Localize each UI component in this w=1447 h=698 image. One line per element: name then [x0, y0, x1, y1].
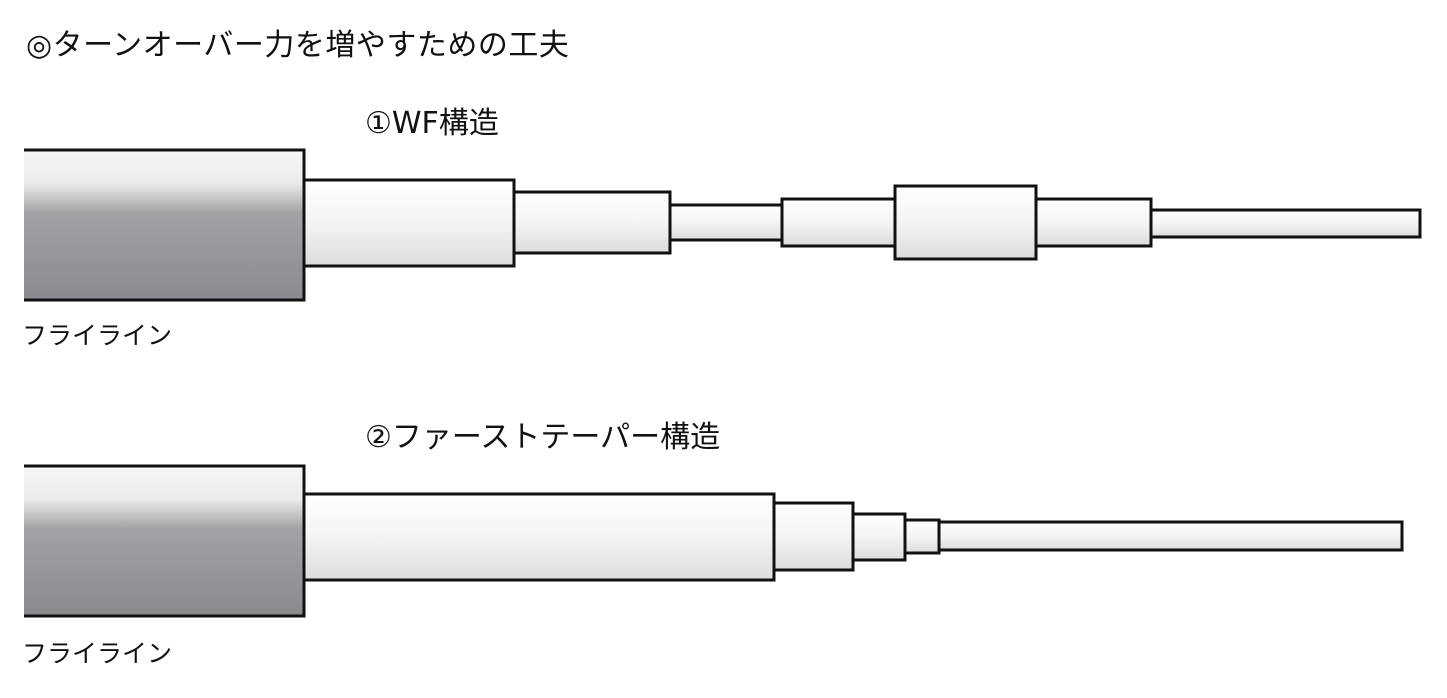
tippet-segment — [937, 520, 1404, 552]
leader-taper-segment — [772, 501, 855, 572]
section-heading-fast-taper: ②ファーストテーパー構造 — [365, 420, 721, 455]
leader-segment — [780, 197, 897, 248]
wf-structure — [0, 145, 1422, 305]
fly-line-segment — [18, 148, 306, 302]
leader-weight-forward-segment — [893, 184, 1038, 261]
leader-butt-segment — [302, 178, 516, 268]
leader-segment — [512, 190, 672, 255]
section-heading-wf: ①WF構造 — [365, 106, 499, 141]
fly-line-label: フライライン — [22, 639, 173, 668]
leader-segment — [1034, 197, 1153, 248]
leader-thin-segment — [668, 203, 784, 242]
page-title: ◎ターンオーバー力を増やすための工夫 — [26, 28, 570, 63]
fly-line-segment — [18, 464, 306, 618]
fast-taper-structure — [0, 461, 1404, 621]
leader-butt-segment — [302, 492, 776, 582]
fly-line-label: フライライン — [22, 321, 173, 350]
tippet-segment — [1149, 208, 1422, 239]
leader-taper-segment — [851, 512, 907, 562]
leader-taper-segment — [903, 518, 941, 555]
